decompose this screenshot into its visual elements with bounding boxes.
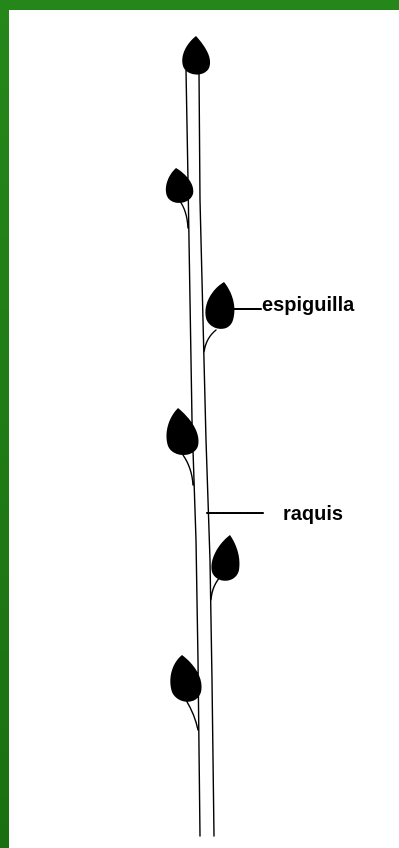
spikelet-4 <box>166 408 199 455</box>
rachis-right-line <box>198 71 215 837</box>
spikelet-label: espiguilla <box>262 294 355 316</box>
white-panel <box>9 10 399 848</box>
pedicel-3 <box>203 329 217 353</box>
pedicel-4 <box>182 454 194 486</box>
pedicel-2 <box>178 199 189 229</box>
spikelet-1 <box>182 36 211 75</box>
spikelet-3 <box>205 282 235 329</box>
spikelet-6 <box>170 655 202 702</box>
pedicel-6 <box>185 699 199 731</box>
rachis-label: raquis <box>283 503 344 525</box>
spikelet-5 <box>211 535 240 581</box>
spikelet-2 <box>165 168 194 203</box>
